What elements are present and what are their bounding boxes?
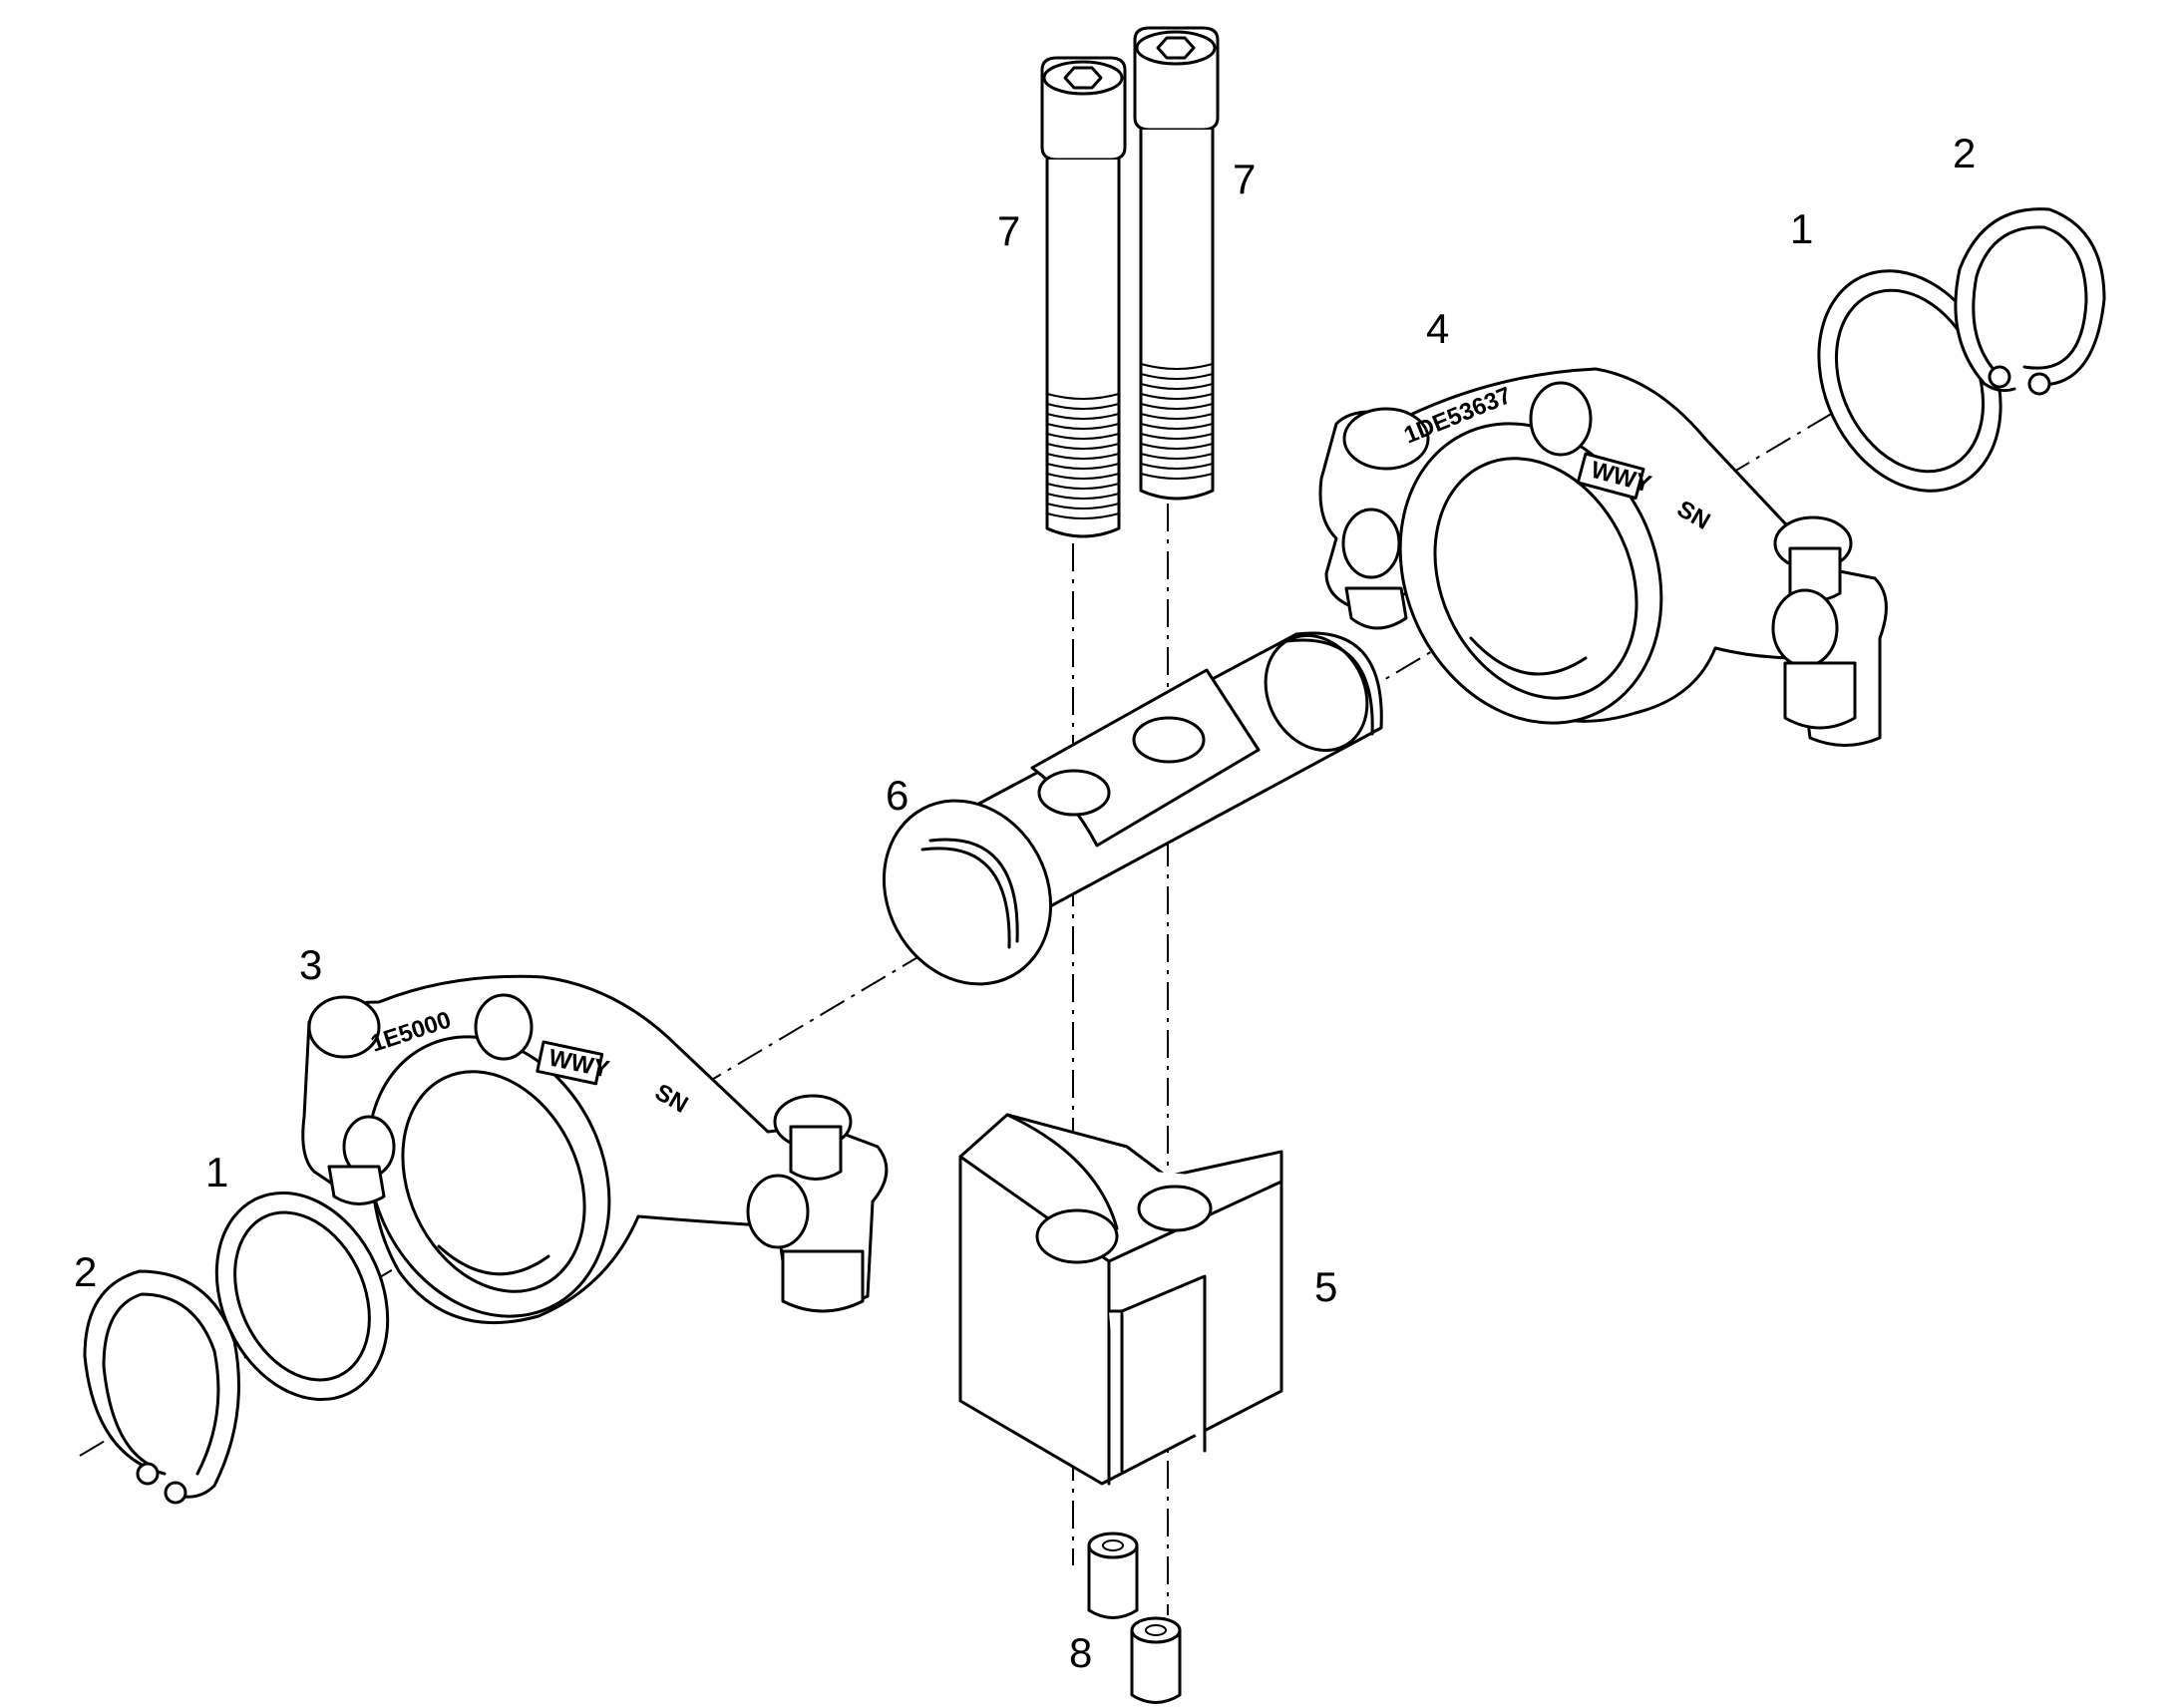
thread-left [1046,393,1120,519]
rocker-arm-right: 1DE53637 WWY SN [1318,367,1888,747]
thread-right [1140,363,1214,480]
circlip-left [83,1269,240,1505]
callout-3: 3 [299,941,322,988]
callout-1-right: 1 [1790,205,1813,252]
callout-labels: 7 7 4 1 2 6 3 1 2 5 8 [74,130,1976,1676]
set-screw-2 [1130,1616,1182,1704]
callout-7-right: 7 [1233,156,1256,202]
cap-screw-right [1133,26,1220,501]
callout-2-left: 2 [74,1248,97,1295]
rocker-arm-left: 1E5000 WWY SN [301,974,889,1324]
callout-8: 8 [1069,1629,1092,1676]
thrust-washer-right [1817,269,2002,493]
cap-screw-left [1040,56,1127,538]
callout-5: 5 [1314,1263,1337,1310]
rocker-shaft-support [958,1113,1283,1486]
callout-4: 4 [1426,305,1449,352]
set-screw-1 [1087,1532,1139,1619]
circlip-right [1954,207,2106,396]
callout-1-left: 1 [205,1149,228,1196]
thrust-washer-left [214,1191,390,1402]
callout-2-right: 2 [1953,130,1976,176]
callout-6: 6 [886,772,908,819]
rocker-shaft [882,631,1383,986]
callout-7-left: 7 [997,207,1020,254]
